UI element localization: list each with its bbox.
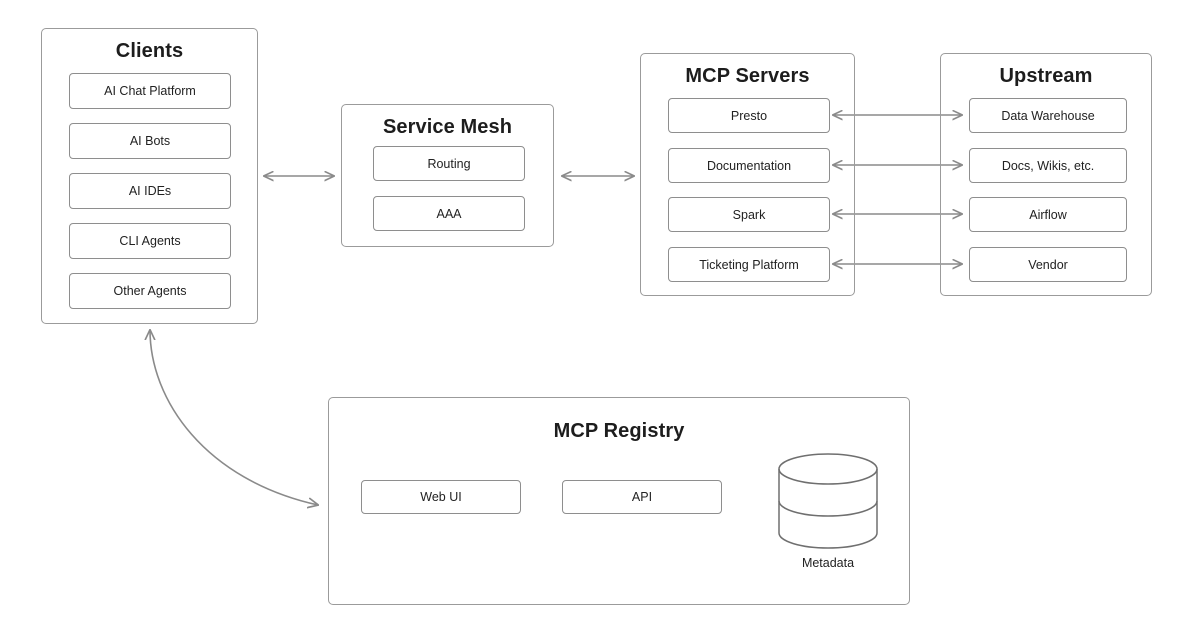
group-upstream-title: Upstream <box>999 65 1093 87</box>
group-clients: Clients AI Chat Platform AI Bots AI IDEs… <box>41 28 258 324</box>
node-ai-chat-platform[interactable]: AI Chat Platform <box>69 73 231 109</box>
node-cli-agents[interactable]: CLI Agents <box>69 223 231 259</box>
group-mcp-registry: MCP Registry Web UI API Metadata <box>328 397 910 605</box>
node-vendor[interactable]: Vendor <box>969 247 1127 282</box>
node-aaa[interactable]: AAA <box>373 196 525 231</box>
group-upstream: Upstream Data Warehouse Docs, Wikis, etc… <box>940 53 1152 296</box>
node-ticketing-platform[interactable]: Ticketing Platform <box>668 247 830 282</box>
node-docs-wikis[interactable]: Docs, Wikis, etc. <box>969 148 1127 183</box>
connector-registry-clients-curved <box>150 330 318 505</box>
group-mcp-servers-title: MCP Servers <box>685 65 810 87</box>
node-documentation[interactable]: Documentation <box>668 148 830 183</box>
group-service-mesh-title: Service Mesh <box>382 116 513 138</box>
node-web-ui[interactable]: Web UI <box>361 480 521 514</box>
metadata-label: Metadata <box>801 556 855 570</box>
node-spark[interactable]: Spark <box>668 197 830 232</box>
group-clients-title: Clients <box>115 40 184 62</box>
node-data-warehouse[interactable]: Data Warehouse <box>969 98 1127 133</box>
group-mcp-registry-title: MCP Registry <box>553 420 685 442</box>
group-mcp-servers: MCP Servers Presto Documentation Spark T… <box>640 53 855 296</box>
node-routing[interactable]: Routing <box>373 146 525 181</box>
node-ai-ides[interactable]: AI IDEs <box>69 173 231 209</box>
group-service-mesh: Service Mesh Routing AAA <box>341 104 554 247</box>
node-api[interactable]: API <box>562 480 722 514</box>
node-presto[interactable]: Presto <box>668 98 830 133</box>
node-ai-bots[interactable]: AI Bots <box>69 123 231 159</box>
database-cylinder-icon <box>778 453 878 549</box>
node-airflow[interactable]: Airflow <box>969 197 1127 232</box>
metadata-datastore[interactable]: Metadata <box>769 451 887 581</box>
node-other-agents[interactable]: Other Agents <box>69 273 231 309</box>
